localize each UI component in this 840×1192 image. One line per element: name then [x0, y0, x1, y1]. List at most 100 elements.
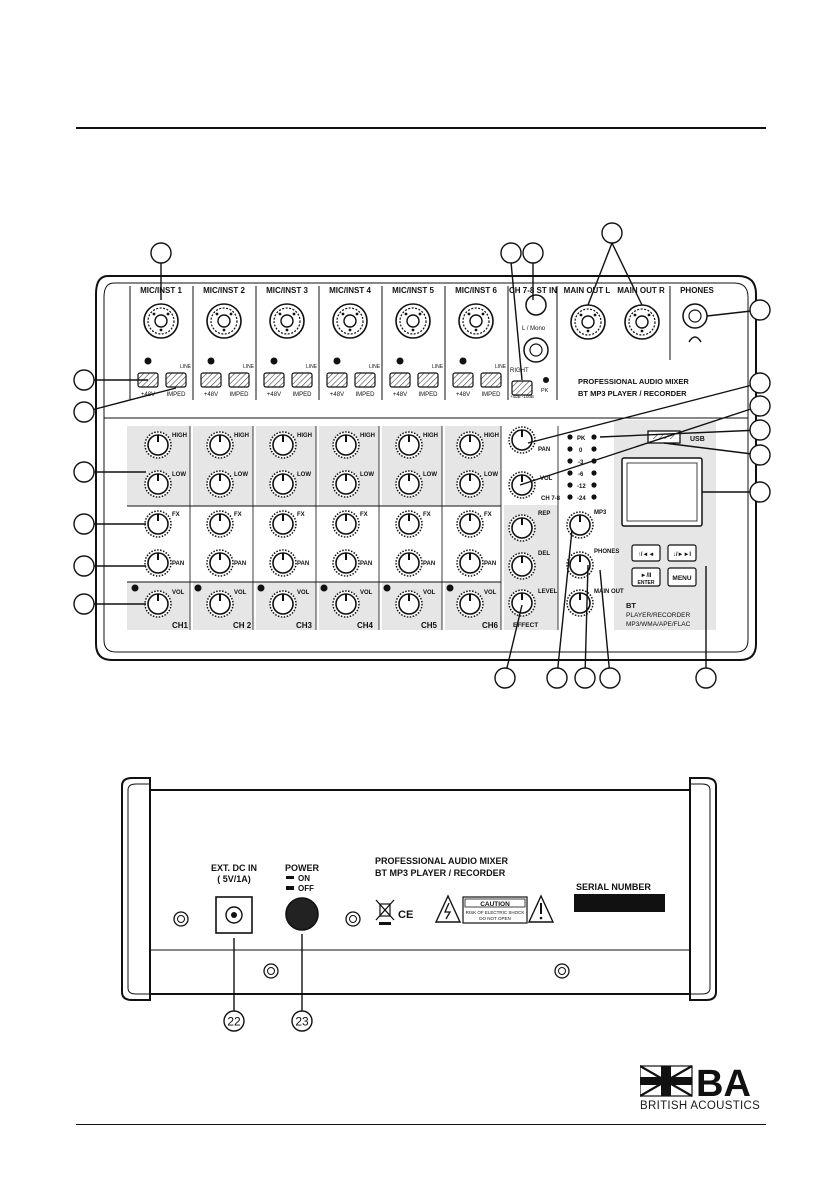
pan-knob-2[interactable]	[206, 549, 234, 577]
low-label-4: LOW	[360, 472, 374, 478]
combo-jack-4[interactable]	[332, 303, 368, 339]
fx-knob-3[interactable]	[269, 510, 297, 538]
callouts-front	[73, 222, 771, 689]
play-enter-button[interactable]	[631, 567, 661, 587]
high-knob-2[interactable]	[206, 431, 234, 459]
combo-jack-5[interactable]	[395, 303, 431, 339]
vol-label-4: VOL	[360, 590, 373, 596]
high-label-2: HIGH	[234, 433, 249, 439]
pan-label-3: PAN	[297, 561, 309, 567]
ch78-pan-label: PAN	[538, 447, 550, 453]
ch78-pan-knob[interactable]	[508, 426, 536, 454]
pan-knob-3[interactable]	[269, 549, 297, 577]
meter-label-6: -6	[578, 472, 584, 478]
fx-knob-2[interactable]	[206, 510, 234, 538]
main-out-l-label: MAIN OUT L	[564, 286, 611, 295]
fx-label-2: FX	[234, 512, 242, 518]
ch78-pk-label: PK	[541, 388, 549, 394]
low-label-1: LOW	[172, 472, 186, 478]
vol-knob-6[interactable]	[456, 590, 484, 618]
fx-knob-4[interactable]	[332, 510, 360, 538]
ch78-left-jack[interactable]	[525, 294, 547, 316]
high-label-6: HIGH	[484, 433, 499, 439]
channel-label-5: MIC/INST 5	[392, 286, 434, 295]
meter-label-12: -12	[577, 484, 586, 490]
serial-number-plate	[574, 894, 665, 912]
high-knob-6[interactable]	[456, 431, 484, 459]
vol-knob-2[interactable]	[206, 590, 234, 618]
menu-button-label: MENU	[672, 575, 691, 582]
play-button-label: ►/II	[641, 573, 652, 579]
fx-knob-6[interactable]	[456, 510, 484, 538]
pan-knob-1[interactable]	[144, 549, 172, 577]
bt-player-section: USB ↑/◄◄ ↓/►►I ►/II ENTER MENU BT PLAYER…	[621, 430, 705, 628]
main-out-l-jack[interactable]	[570, 304, 606, 340]
effect-level-knob[interactable]	[508, 589, 536, 617]
bt-title: BT	[626, 601, 636, 610]
strip-name-2: CH 2	[233, 621, 252, 630]
effect-rep-knob[interactable]	[508, 514, 536, 542]
vol-knob-1[interactable]	[144, 590, 172, 618]
top-rule	[76, 127, 766, 129]
ch78-gain-switch[interactable]	[511, 380, 533, 396]
phones-knob[interactable]	[566, 551, 594, 579]
low-knob-4[interactable]	[332, 470, 360, 498]
vol-label-6: VOL	[484, 590, 497, 596]
low-knob-2[interactable]	[206, 470, 234, 498]
line-label-5: LINE	[432, 364, 444, 370]
high-knob-5[interactable]	[395, 431, 423, 459]
main-out-r-jack[interactable]	[624, 304, 660, 340]
vol-knob-5[interactable]	[395, 590, 423, 618]
phantom-label-6: +48V	[456, 392, 470, 398]
combo-jack-1[interactable]	[143, 303, 179, 339]
pan-knob-6[interactable]	[456, 549, 484, 577]
low-knob-6[interactable]	[456, 470, 484, 498]
pan-knob-5[interactable]	[395, 549, 423, 577]
gain-label: +4dB -10dB	[510, 394, 534, 399]
pan-label-2: PAN	[234, 561, 246, 567]
meter-label-3: -3	[578, 460, 584, 466]
prev-button-label: ↑/◄◄	[638, 552, 655, 558]
ch78-left-label: L / Mono	[522, 326, 546, 332]
menu-button[interactable]	[667, 567, 697, 587]
high-knob-4[interactable]	[332, 431, 360, 459]
vol-label-2: VOL	[234, 590, 247, 596]
vol-knob-3[interactable]	[269, 590, 297, 618]
power-button[interactable]	[285, 897, 319, 931]
usb-label: USB	[690, 436, 705, 443]
combo-jack-3[interactable]	[269, 303, 305, 339]
low-label-3: LOW	[297, 472, 311, 478]
pan-knob-4[interactable]	[332, 549, 360, 577]
pan-label-6: PAN	[484, 561, 496, 567]
vol-label-5: VOL	[423, 590, 436, 596]
line-label-1: LINE	[180, 364, 192, 370]
next-button[interactable]	[667, 544, 697, 562]
low-label-6: LOW	[484, 472, 498, 478]
pan-label-4: PAN	[360, 561, 372, 567]
high-knob-3[interactable]	[269, 431, 297, 459]
low-knob-3[interactable]	[269, 470, 297, 498]
bottom-rule	[76, 1124, 766, 1125]
main-out-knob[interactable]	[566, 589, 594, 617]
effect-del-label: DEL	[538, 551, 550, 557]
fx-knob-5[interactable]	[395, 510, 423, 538]
main-out-knob-label: MAIN OUT	[594, 589, 624, 595]
fx-knob-1[interactable]	[144, 510, 172, 538]
imped-label-6: IMPED	[481, 392, 501, 398]
fx-label-5: FX	[423, 512, 431, 518]
high-knob-1[interactable]	[144, 431, 172, 459]
prev-button[interactable]	[631, 544, 661, 562]
dc-in-label: EXT. DC IN	[211, 863, 257, 873]
low-knob-1[interactable]	[144, 470, 172, 498]
imped-label-1: IMPED	[166, 392, 186, 398]
callouts-rear: 22 23	[223, 934, 313, 1032]
combo-jack-6[interactable]	[458, 303, 494, 339]
effect-name: EFFECT	[513, 622, 538, 629]
combo-jack-2[interactable]	[206, 303, 242, 339]
low-knob-5[interactable]	[395, 470, 423, 498]
effect-del-knob[interactable]	[508, 552, 536, 580]
rear-screw-1	[173, 911, 189, 927]
bt-line-2: MP3/WMA/APE/FLAC	[626, 621, 691, 628]
vol-knob-4[interactable]	[332, 590, 360, 618]
